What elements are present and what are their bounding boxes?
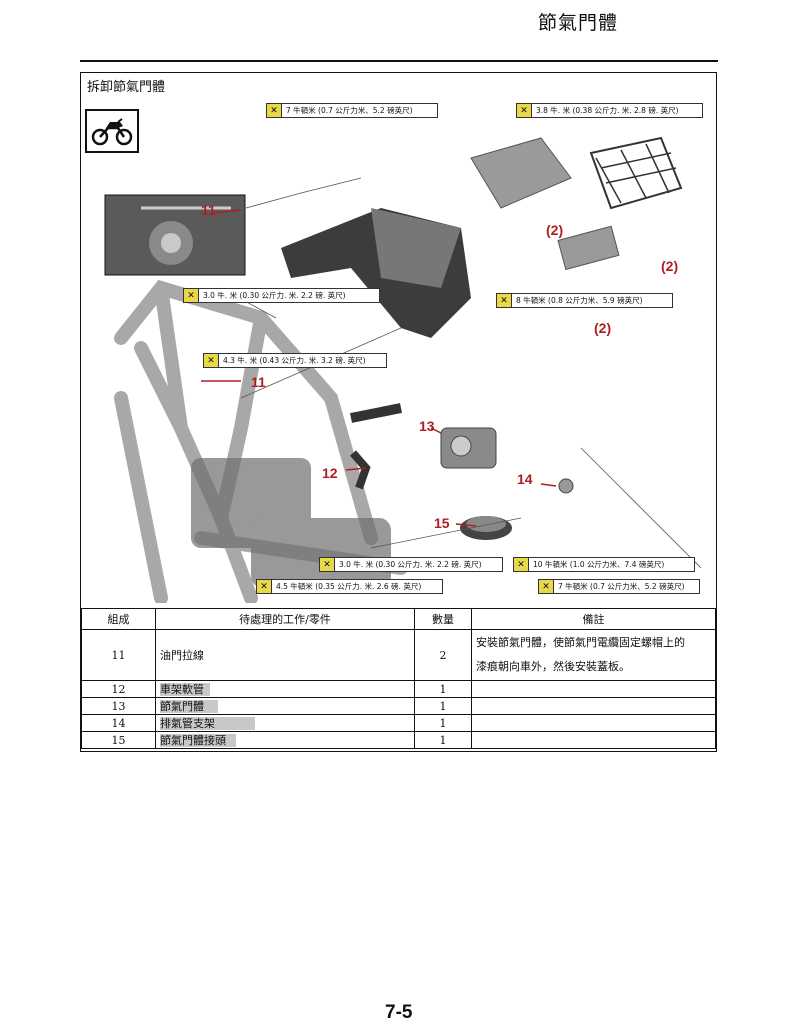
torque-wrench-icon: ✕ [539,580,554,593]
exploded-diagram: ✕ 7 牛頓米 (0.7 公斤力米、5.2 磅英尺) ✕ 3.8 牛. 米 (0… [101,98,703,605]
part-number-label: (2) [594,320,612,336]
parts-table: 組成 待處理的工作/零件 數量 備註 11 油門拉線 2 安裝節氣門體，使節氣門… [81,608,716,749]
motorcycle-icon [85,109,139,153]
row-number: 13 [81,697,156,715]
page-number: 7-5 [385,1002,413,1023]
torque-wrench-icon: ✕ [257,580,272,593]
row-part: 節氣門體 [155,697,415,715]
torque-wrench-icon: ✕ [497,294,512,307]
row-note-line: 安裝節氣門體，使節氣門電纜固定螺帽上的 [476,636,685,649]
part-number-label: 11 [251,374,266,390]
torque-callout: ✕ 10 牛頓米 (1.0 公斤力米、7.4 磅英尺) [513,557,695,572]
page-header-title: 節氣門體 [538,12,619,34]
section-title: 拆卸節氣門體 [87,80,166,95]
procedure-frame: 拆卸節氣門體 [80,72,717,752]
row-note-line: 漆痕朝向車外，然後安裝蓋板。 [476,660,630,673]
part-number-label: 11 [201,202,216,218]
torque-wrench-icon: ✕ [267,104,282,117]
header-divider [80,60,718,62]
table-header-cell: 組成 [81,608,156,630]
row-note [471,680,716,698]
torque-callout: ✕ 4.3 牛. 米 (0.43 公斤力. 米. 3.2 磅. 英尺) [203,353,387,368]
row-part-text: 節氣門體 [160,700,218,713]
part-number-label: 13 [419,418,435,434]
part-number-label: 14 [517,471,533,487]
torque-callout: ✕ 3.0 牛. 米 (0.30 公斤力. 米. 2.2 磅. 英尺) [319,557,503,572]
row-note: 安裝節氣門體，使節氣門電纜固定螺帽上的 漆痕朝向車外，然後安裝蓋板。 [471,629,716,681]
row-number: 12 [81,680,156,698]
throttle-body-illustration [104,136,702,605]
row-note [471,731,716,749]
table-row: 14 排氣管支架 1 [81,714,716,732]
torque-callout: ✕ 4.5 牛頓米 (0.35 公斤力. 米. 2.6 磅. 英尺) [256,579,443,594]
table-row: 13 節氣門體 1 [81,697,716,715]
row-qty: 2 [414,629,472,681]
torque-callout: ✕ 7 牛頓米 (0.7 公斤力米、5.2 磅英尺) [266,103,438,118]
row-number: 15 [81,731,156,749]
torque-wrench-icon: ✕ [517,104,532,117]
row-note [471,714,716,732]
torque-wrench-icon: ✕ [204,354,219,367]
table-header-cell: 待處理的工作/零件 [155,608,415,630]
torque-callout: ✕ 8 牛頓米 (0.8 公斤力米、5.9 磅英尺) [496,293,673,308]
part-number-label: (2) [661,258,679,274]
row-number: 11 [81,629,156,681]
table-row: 12 車架軟管 1 [81,680,716,698]
row-part: 節氣門體接頭 [155,731,415,749]
torque-callout: ✕ 3.8 牛. 米 (0.38 公斤力. 米. 2.8 磅. 英尺) [516,103,703,118]
row-part: 油門拉線 [155,629,415,681]
row-part-text: 節氣門體接頭 [160,734,236,747]
table-header-row: 組成 待處理的工作/零件 數量 備註 [81,608,716,630]
row-qty: 1 [414,697,472,715]
torque-wrench-icon: ✕ [184,289,199,302]
row-part: 排氣管支架 [155,714,415,732]
part-number-label: 12 [322,465,338,481]
table-row: 11 油門拉線 2 安裝節氣門體，使節氣門電纜固定螺帽上的 漆痕朝向車外，然後安… [81,629,716,681]
table-row: 15 節氣門體接頭 1 [81,731,716,749]
part-number-label: 15 [434,515,450,531]
row-number: 14 [81,714,156,732]
torque-callout: ✕ 3.0 牛. 米 (0.30 公斤力. 米. 2.2 磅. 英尺) [183,288,380,303]
row-part: 車架軟管 [155,680,415,698]
row-part-text: 車架軟管 [160,683,210,696]
row-qty: 1 [414,680,472,698]
row-qty: 1 [414,714,472,732]
table-header-cell: 備註 [471,608,716,630]
torque-wrench-icon: ✕ [514,558,529,571]
row-note [471,697,716,715]
part-number-label: (2) [546,222,564,238]
table-header-cell: 數量 [414,608,472,630]
row-part-text: 排氣管支架 [160,717,255,730]
torque-callout: ✕ 7 牛頓米 (0.7 公斤力米、5.2 磅英尺) [538,579,700,594]
row-qty: 1 [414,731,472,749]
torque-wrench-icon: ✕ [320,558,335,571]
